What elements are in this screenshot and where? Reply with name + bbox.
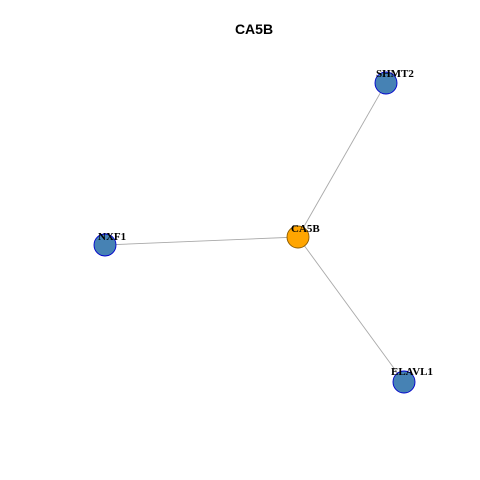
edge-ca5b-elavl1 <box>297 236 405 383</box>
node-label-ca5b: CA5B <box>291 223 320 235</box>
node-label-nxf1: NXF1 <box>98 231 126 243</box>
node-ca5b[interactable] <box>286 225 310 249</box>
node-elavl1[interactable] <box>392 370 416 394</box>
edge-ca5b-shmt2 <box>297 82 387 238</box>
node-shmt2[interactable] <box>374 71 398 95</box>
graph-title: CA5B <box>234 21 274 37</box>
node-label-elavl1: ELAVL1 <box>391 366 433 378</box>
edge-ca5b-nxf1 <box>104 236 299 246</box>
node-label-shmt2: SHMT2 <box>376 68 414 80</box>
nodes-layer <box>93 71 416 394</box>
node-nxf1[interactable] <box>93 233 117 257</box>
edges-layer <box>104 82 405 383</box>
